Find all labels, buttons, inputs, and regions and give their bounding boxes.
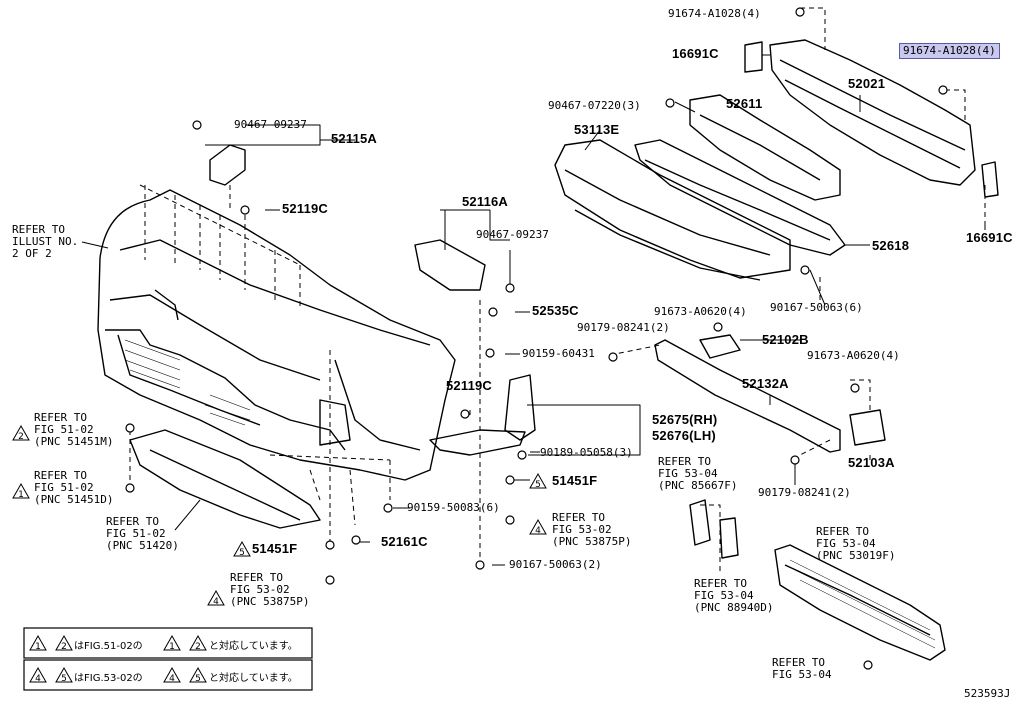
part-label[interactable]: 52161C [381, 534, 428, 549]
diagram-id: 523593J [964, 687, 1011, 700]
note-fig51-b: と対応しています。 [209, 641, 298, 652]
part-label[interactable]: 52103A [848, 455, 895, 470]
part-label[interactable]: 52021 [848, 76, 886, 91]
part-label[interactable]: 52676(LH) [652, 428, 716, 443]
part-label[interactable]: 90189-05058(3) [540, 446, 633, 459]
part-label[interactable]: 90159-50083(6) [407, 501, 500, 514]
part-label[interactable]: 90467-09237 [234, 118, 307, 131]
part-label[interactable]: 90179-08241(2) [758, 486, 851, 499]
bumper-cover-shape [97, 189, 456, 481]
bar-52132a-shape [654, 339, 841, 453]
part-label[interactable]: 51451F [552, 473, 598, 488]
tri-num: 4 [535, 526, 541, 536]
note-fig51-a: はFIG.51-02の [74, 641, 143, 652]
tri-num: 1 [18, 490, 24, 500]
tri-num: 2 [61, 642, 67, 652]
tri-num: 2 [18, 432, 24, 442]
note-fig53-b: と対応しています。 [209, 673, 298, 684]
part-label[interactable]: 52116A [462, 194, 509, 209]
tri-num: 5 [195, 674, 201, 684]
part-label[interactable]: 90179-08241(2) [577, 321, 670, 334]
part-label[interactable]: 51451F [252, 541, 298, 556]
part-label[interactable]: 90167-50063(6) [770, 301, 863, 314]
part-label[interactable]: 16691C [966, 230, 1013, 245]
part-label[interactable]: 91673-A0620(4) [654, 305, 747, 318]
tri-num: 5 [535, 480, 541, 490]
tri-num: 1 [35, 642, 41, 652]
tri-num: 4 [169, 674, 175, 684]
under-cover-shape [129, 429, 321, 529]
tri-num: 4 [213, 597, 219, 607]
part-label[interactable]: 52102B [762, 332, 809, 347]
part-label[interactable]: 52119C [446, 378, 493, 393]
part-label[interactable]: 52119C [282, 201, 329, 216]
reinforcement-52021-shape [769, 39, 976, 186]
tri-num: 4 [35, 674, 41, 684]
part-label-highlighted[interactable]: 91674-A1028(4) [899, 43, 1000, 59]
part-label[interactable]: 90467-09237 [476, 228, 549, 241]
part-label[interactable]: 90467-07220(3) [548, 99, 641, 112]
part-label[interactable]: 90167-50063(2) [509, 558, 602, 571]
part-label[interactable]: 52618 [872, 238, 910, 253]
tri-num: 1 [169, 642, 175, 652]
part-label[interactable]: 90159-60431 [522, 347, 595, 360]
note-fig53-a: はFIG.53-02の [74, 673, 143, 684]
part-label[interactable]: 52115A [331, 131, 378, 146]
part-label[interactable]: 52675(RH) [652, 412, 718, 427]
part-label[interactable]: 52535C [532, 303, 579, 318]
tri-num: 2 [195, 642, 201, 652]
part-label[interactable]: 91673-A0620(4) [807, 349, 900, 362]
part-label[interactable]: 16691C [672, 46, 719, 61]
part-label[interactable]: 52132A [742, 376, 789, 391]
part-label[interactable]: 91674-A1028(4) [668, 7, 761, 20]
lower-absorber-shape [774, 544, 946, 661]
part-label[interactable]: 53113E [574, 122, 620, 137]
tri-num: 5 [61, 674, 67, 684]
tri-num: 5 [239, 548, 245, 558]
part-label[interactable]: 52611 [726, 96, 763, 111]
